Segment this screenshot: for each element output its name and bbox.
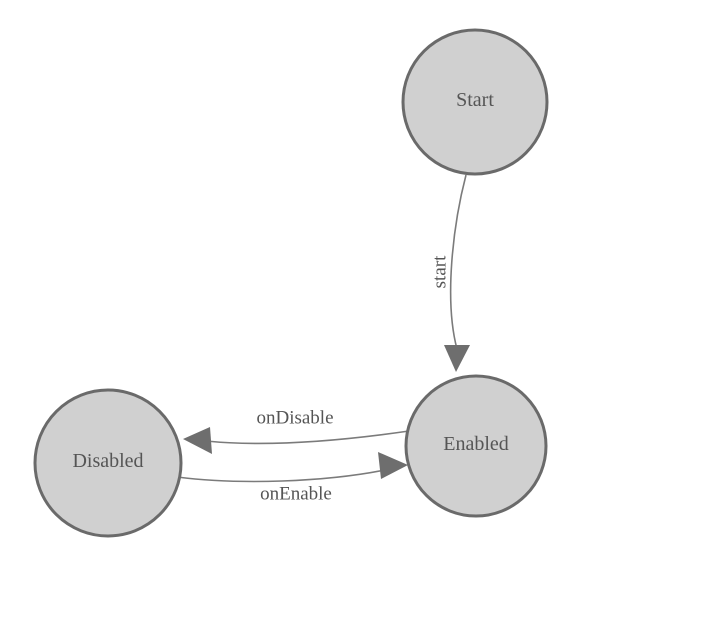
edge-on-disable[interactable]: onDisable	[183, 408, 410, 455]
node-enabled-circle	[404, 374, 548, 518]
node-start-label: Start	[456, 89, 494, 111]
edge-start[interactable]: start	[430, 174, 471, 372]
node-enabled[interactable]: Enabled	[404, 374, 548, 518]
edge-on-enable-path	[176, 469, 386, 483]
node-disabled-label: Disabled	[72, 450, 143, 472]
edge-on-enable[interactable]: onEnable	[176, 452, 408, 505]
edge-on-disable-label: onDisable	[256, 408, 333, 429]
edge-start-arrowhead-icon	[444, 345, 470, 372]
edge-on-disable-arrowhead-icon	[183, 427, 212, 454]
node-disabled[interactable]: Disabled	[33, 388, 183, 538]
node-disabled-circle	[33, 388, 183, 538]
edge-on-enable-arrowhead-icon	[378, 452, 408, 479]
edge-start-path	[449, 174, 467, 350]
edge-start-label: start	[430, 255, 451, 288]
node-start-circle	[401, 28, 549, 176]
node-enabled-label: Enabled	[443, 433, 509, 455]
node-start[interactable]: Start	[401, 28, 549, 176]
edge-on-disable-path	[205, 430, 410, 445]
edge-on-enable-label: onEnable	[260, 484, 332, 505]
